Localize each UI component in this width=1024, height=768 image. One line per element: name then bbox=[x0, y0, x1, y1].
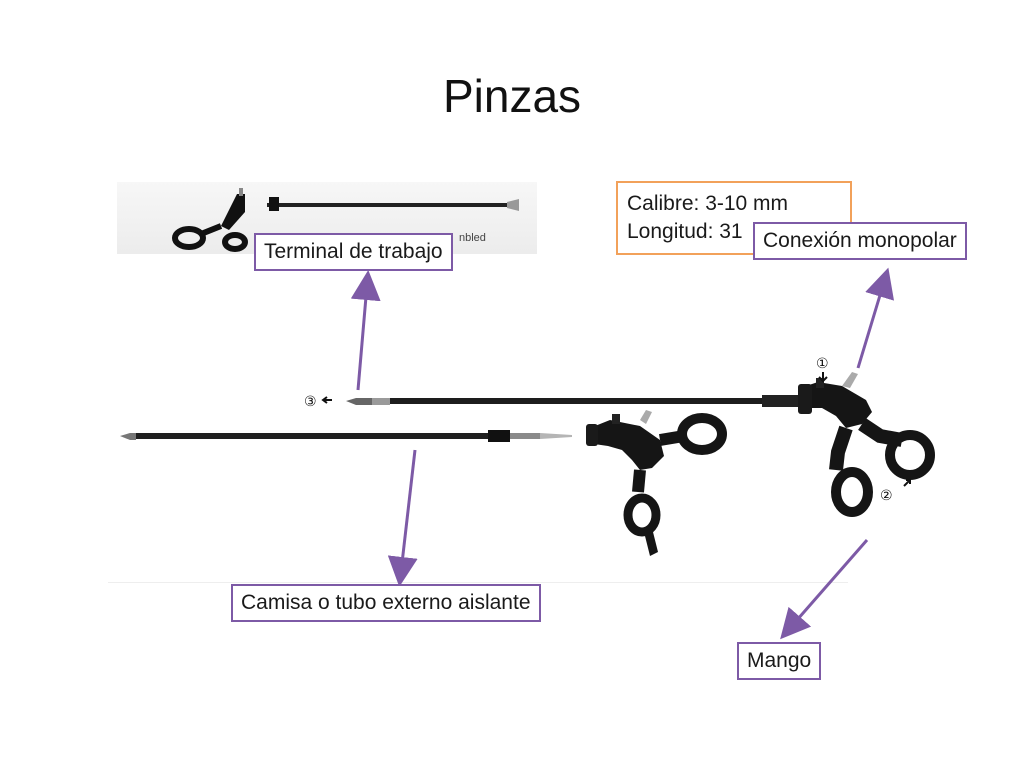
working-terminal-joint bbox=[372, 398, 390, 405]
upper-finger-ring-1 bbox=[885, 430, 935, 480]
upper-handle-leg bbox=[829, 425, 853, 471]
assembled-shaft bbox=[267, 203, 507, 207]
inner-shaft-collar bbox=[762, 395, 802, 407]
sheath-end-pin bbox=[540, 433, 572, 439]
spec-box: Calibre: 3-10 mm Longitud: 31 bbox=[616, 181, 852, 255]
sheath-connector bbox=[510, 433, 540, 439]
assembled-handle-body bbox=[221, 194, 245, 230]
assembled-collar bbox=[269, 197, 279, 211]
spec-calibre: Calibre: 3-10 mm bbox=[627, 192, 789, 215]
assembled-instrument-drawing: nbled bbox=[172, 188, 519, 252]
assembled-finger-ring-2 bbox=[222, 232, 248, 252]
outer-sheath bbox=[136, 433, 492, 439]
sheath-tip bbox=[120, 433, 136, 440]
lower-handle-arm bbox=[659, 430, 685, 446]
lower-handle-finger-rest bbox=[644, 528, 658, 556]
spec-longitud: Longitud: 31 bbox=[627, 220, 743, 243]
lower-finger-ring-1 bbox=[677, 413, 727, 455]
slide-title: Pinzas bbox=[442, 70, 582, 122]
upper-finger-ring-2 bbox=[831, 467, 873, 517]
label-conexion-monopolar: Conexión monopolar bbox=[753, 222, 967, 260]
assembled-jaw-tip bbox=[507, 199, 519, 211]
lower-connector-pin bbox=[640, 410, 652, 424]
label-mango: Mango bbox=[737, 642, 822, 680]
photo-caption-text: nbled bbox=[459, 232, 486, 244]
lower-handle-knob bbox=[586, 424, 598, 446]
label-camisa: Camisa o tubo externo aislante bbox=[231, 584, 541, 622]
assembled-handle-arm bbox=[199, 223, 223, 237]
marker-two: ② bbox=[880, 488, 893, 504]
assembled-connector-pin bbox=[239, 188, 243, 196]
arrow-camisa bbox=[387, 449, 418, 587]
marker-two-arrow-icon bbox=[903, 479, 911, 487]
working-terminal-tip bbox=[346, 398, 372, 405]
marker-three-arrow-icon bbox=[321, 396, 332, 404]
upper-handle-ratchet bbox=[816, 378, 824, 388]
monopolar-connector-pin bbox=[842, 372, 858, 388]
lower-finger-ring-2 bbox=[623, 493, 661, 537]
label-terminal-de-trabajo: Terminal de trabajo bbox=[254, 233, 453, 271]
lower-handle-body bbox=[590, 420, 664, 470]
upper-handle-knob bbox=[798, 384, 812, 414]
arrow-conexion bbox=[856, 267, 895, 369]
arrow-mango bbox=[780, 539, 869, 640]
marker-one: ① bbox=[816, 356, 829, 372]
inner-shaft bbox=[390, 398, 766, 404]
assembled-instrument-photo: nbled bbox=[117, 182, 537, 254]
lower-handle-ratchet bbox=[612, 414, 620, 424]
marker-one-arrow-icon bbox=[818, 372, 828, 383]
assembled-finger-ring-1 bbox=[172, 226, 206, 250]
sheath-collar bbox=[488, 430, 510, 442]
upper-handle-body bbox=[800, 382, 872, 428]
arrow-terminal bbox=[350, 270, 381, 391]
lower-handle-leg bbox=[632, 469, 646, 493]
marker-three: ③ bbox=[304, 394, 317, 410]
